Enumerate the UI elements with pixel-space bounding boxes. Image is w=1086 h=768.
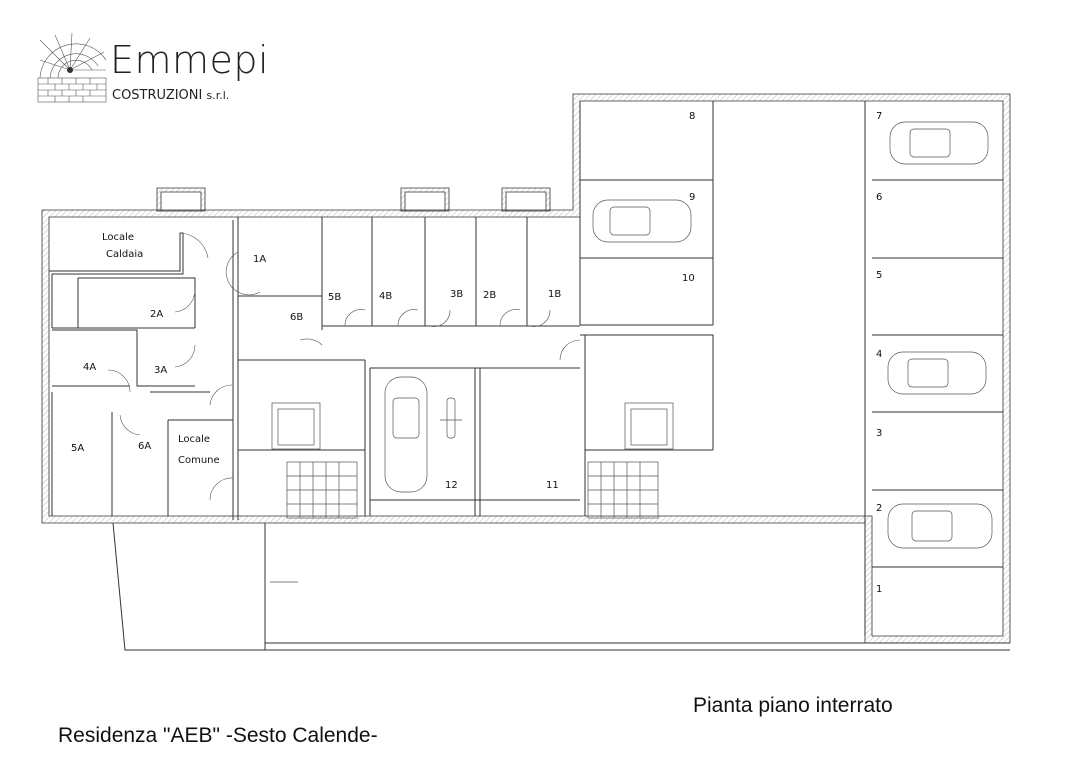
car-icon-9 — [592, 199, 692, 243]
cellar-4a: 4A — [83, 362, 96, 373]
parking-12: 12 — [445, 480, 458, 491]
cellar-2a: 2A — [150, 309, 163, 320]
parking-6: 6 — [876, 192, 882, 203]
interior-walls — [49, 101, 1003, 636]
cellar-6a: 6A — [138, 441, 151, 452]
cellar-4b: 4B — [379, 291, 392, 302]
parking-11: 11 — [546, 480, 559, 491]
motorbike-icon — [440, 397, 462, 439]
room-label-locale-caldaia-1: Locale — [102, 232, 134, 243]
cellar-3b: 3B — [450, 289, 463, 300]
plan-title: Pianta piano interrato — [693, 694, 893, 717]
cellar-5a: 5A — [71, 443, 84, 454]
parking-7: 7 — [876, 111, 882, 122]
parking-2: 2 — [876, 503, 882, 514]
cellar-3a: 3A — [154, 365, 167, 376]
parking-8: 8 — [689, 111, 695, 122]
parking-3: 3 — [876, 428, 882, 439]
car-icon-4 — [887, 351, 987, 395]
parking-4: 4 — [876, 349, 882, 360]
elevator-shafts — [271, 402, 674, 450]
cellar-6b: 6B — [290, 312, 303, 323]
parking-9: 9 — [689, 192, 695, 203]
cellar-2b: 2B — [483, 290, 496, 301]
logo-subtitle: COSTRUZIONI s.r.l. — [112, 88, 230, 103]
car-icon-12 — [384, 376, 428, 493]
room-labels: Locale Caldaia Locale Comune 1A 2A 3A 4A… — [71, 232, 561, 466]
car-icon-7 — [889, 121, 989, 165]
cellar-5b: 5B — [328, 292, 341, 303]
room-label-locale-comune-2: Comune — [178, 455, 220, 466]
parking-10: 10 — [682, 273, 695, 284]
room-label-locale-comune-1: Locale — [178, 434, 210, 445]
room-label-locale-caldaia-2: Caldaia — [106, 249, 143, 260]
parking-labels: 1 2 3 4 5 6 7 8 9 10 11 12 — [445, 111, 882, 595]
project-title: Residenza "AEB" -Sesto Calende- — [58, 724, 378, 747]
parking-5: 5 — [876, 270, 882, 281]
stairs — [286, 461, 659, 519]
cellar-1b: 1B — [548, 289, 561, 300]
parking-1: 1 — [876, 584, 882, 595]
logo-name: Emmepi — [110, 38, 270, 82]
cellar-1a: 1A — [253, 254, 266, 265]
doors — [107, 232, 581, 501]
car-icon-2 — [887, 503, 993, 549]
logo-mark-icon — [37, 32, 107, 103]
